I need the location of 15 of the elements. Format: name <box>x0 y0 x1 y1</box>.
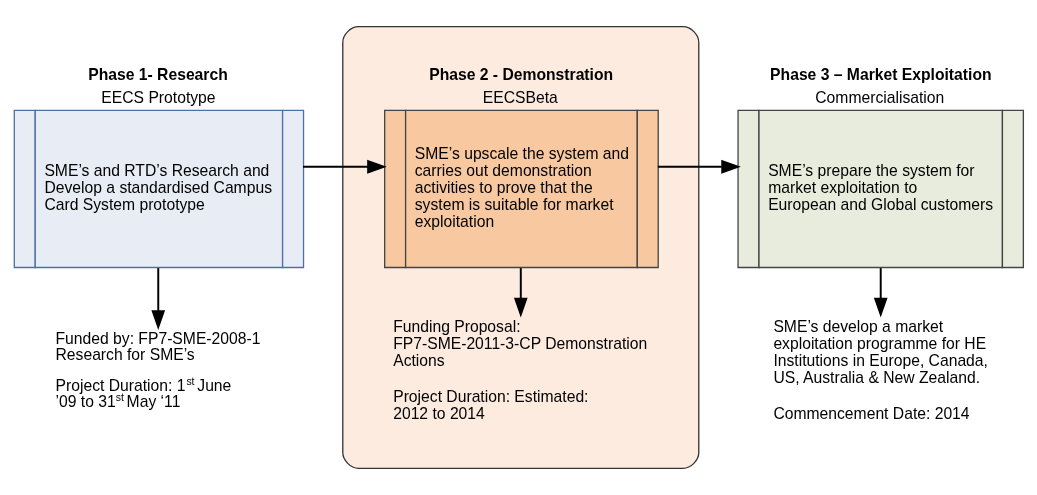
node-text: Funded by: FP7-SME-2008-1 Research for SME’s Project Duration: 1$^{st}$ June ’09 to 31$^{st}$ May ‘11 <box>55 329 261 410</box>
arrow <box>656 159 741 174</box>
node-text: SME’s develop a market exploitation programme for HE Institutions in Europe, Canada, US, Australia & New Zealand. Commencement Date: 2014 <box>773 318 988 423</box>
node-label: EECSBeta <box>482 89 558 107</box>
arrow <box>873 267 888 318</box>
arrow <box>302 159 387 174</box>
node-label: EECS Prototype <box>101 89 216 107</box>
node-text: Funding Proposal: FP7-SME-2011-3-CP Demonstration Actions Project Duration: Estimated: 2012 to 2014 <box>393 318 648 423</box>
node-label: Phase 1- Research <box>88 65 228 83</box>
node-label: Commercialisation <box>815 89 945 107</box>
cluster <box>342 26 700 469</box>
node-label: Phase 2 - Demonstration <box>429 65 614 83</box>
arrow <box>513 267 528 318</box>
node-label: Phase 3 – Market Exploitation <box>770 65 992 83</box>
arrow <box>151 267 166 330</box>
